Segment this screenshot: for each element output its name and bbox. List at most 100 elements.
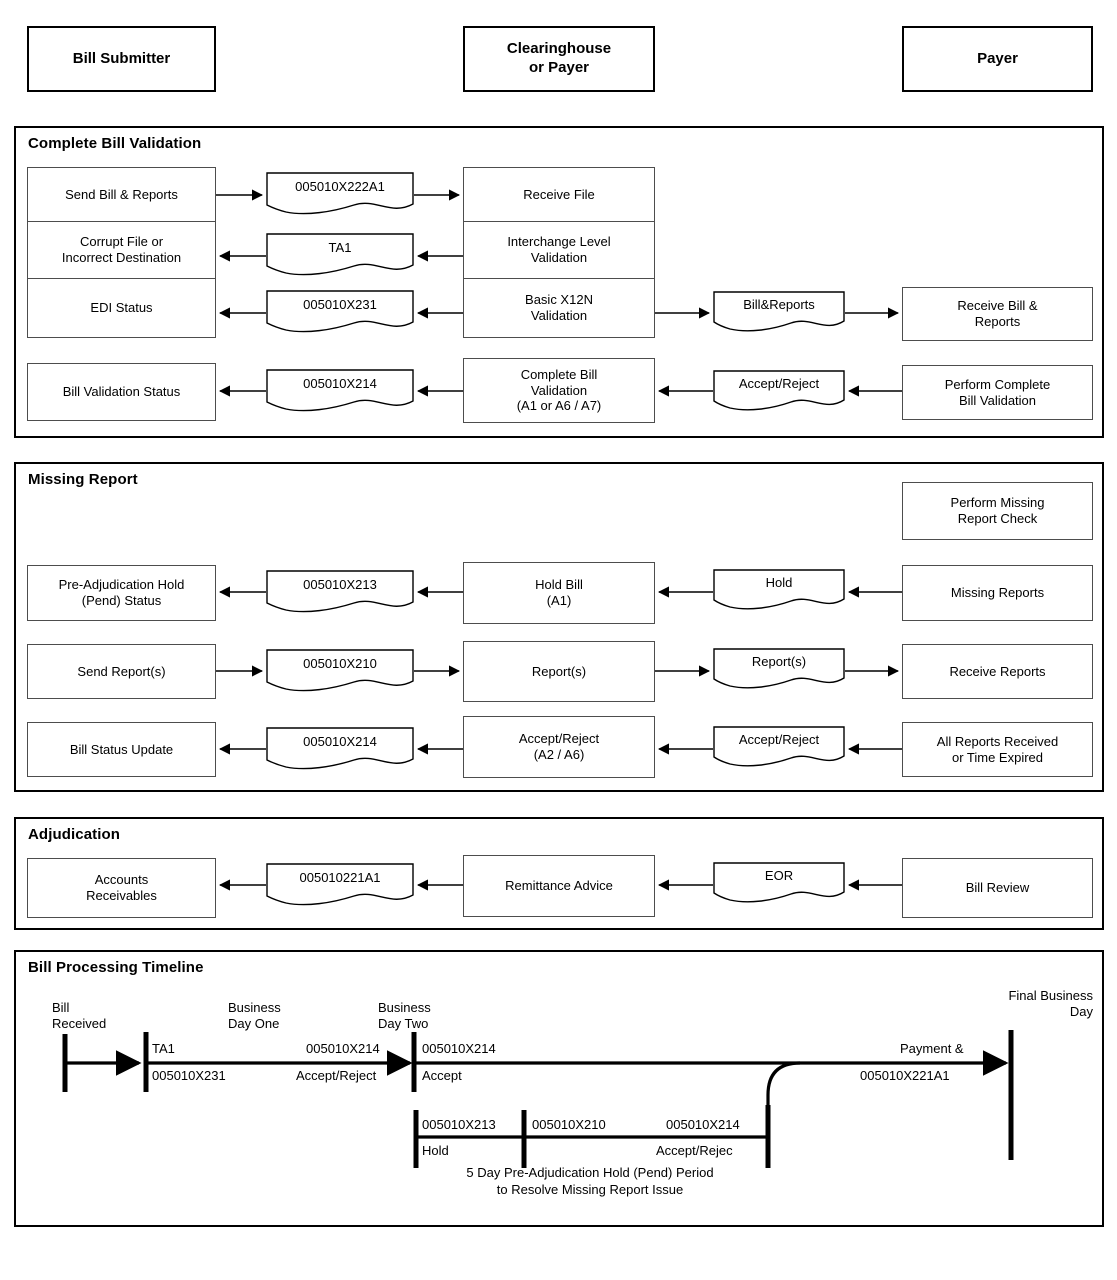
box-missing-reports: Missing Reports — [902, 565, 1093, 621]
box-label: Hold Bill (A1) — [535, 577, 583, 608]
box-label: Missing Reports — [950, 585, 1045, 601]
milestone-final-business-day: Final Business Day — [1008, 988, 1093, 1020]
box-label: Basic X12N Validation — [525, 292, 593, 323]
section-bill-processing-timeline: Bill Processing Timeline — [14, 950, 1104, 1227]
document-label: Report(s) — [751, 654, 807, 670]
timeline-branch-hold-above: 005010X213 — [422, 1117, 496, 1132]
box-label: Send Report(s) — [77, 663, 166, 679]
section-title: Bill Processing Timeline — [28, 959, 204, 976]
timeline-label-day-one-above: 005010X214 — [306, 1041, 380, 1056]
document-005010221a1: 005010221A1 — [266, 863, 414, 907]
timeline-label-payment-below: 005010X221A1 — [860, 1068, 950, 1083]
section-title: Adjudication — [28, 826, 121, 843]
document-label: 005010X210 — [303, 656, 377, 672]
timeline-branch-accept-reject-above: 005010X214 — [666, 1117, 740, 1132]
box-receive-bill-and-reports: Receive Bill & Reports — [902, 287, 1093, 341]
document-label: 005010221A1 — [299, 870, 381, 886]
document-label: 005010X222A1 — [295, 179, 385, 195]
box-bill-review: Bill Review — [902, 858, 1093, 918]
timeline-branch-hold-below: Hold — [422, 1143, 449, 1158]
box-label: Bill Status Update — [69, 741, 174, 757]
box-label: Receive Bill & Reports — [957, 298, 1038, 329]
column-header-label: Clearinghouse or Payer — [506, 40, 612, 76]
document-accept-reject-reports: Accept/Reject — [713, 726, 845, 768]
document-label: 005010X214 — [303, 734, 377, 750]
section-title: Missing Report — [28, 471, 138, 488]
box-reports: Report(s) — [463, 641, 655, 702]
timeline-label-day-two-below: Accept — [422, 1068, 462, 1083]
column-header-payer: Payer — [902, 26, 1093, 92]
document-005010x214-validation: 005010X214 — [266, 369, 414, 413]
section-title: Complete Bill Validation — [28, 135, 202, 152]
box-corrupt-file-or-incorrect-destination: Corrupt File or Incorrect Destination — [27, 222, 216, 279]
document-005010x210: 005010X210 — [266, 649, 414, 693]
box-basic-x12n-validation: Basic X12N Validation — [463, 279, 655, 338]
box-label: Accept/Reject (A2 / A6) — [518, 731, 600, 762]
document-label: Accept/Reject — [738, 732, 820, 748]
box-pre-adjudication-hold-status: Pre-Adjudication Hold (Pend) Status — [27, 565, 216, 621]
box-perform-complete-bill-validation: Perform Complete Bill Validation — [902, 365, 1093, 420]
box-receive-reports: Receive Reports — [902, 644, 1093, 699]
box-send-bill-and-reports: Send Bill & Reports — [27, 167, 216, 222]
box-label: EDI Status — [90, 300, 153, 316]
document-label: TA1 — [328, 240, 352, 256]
document-label: Bill&Reports — [743, 297, 815, 313]
box-label: Perform Complete Bill Validation — [944, 376, 1051, 408]
box-edi-status: EDI Status — [27, 279, 216, 338]
box-complete-bill-validation: Complete Bill Validation (A1 or A6 / A7) — [463, 358, 655, 423]
box-label: Bill Review — [965, 880, 1030, 896]
document-005010x214-status: 005010X214 — [266, 727, 414, 771]
box-bill-validation-status: Bill Validation Status — [27, 363, 216, 421]
document-label: 005010X213 — [303, 577, 377, 593]
milestone-business-day-one: Business Day One — [228, 1000, 281, 1032]
timeline-caption: 5 Day Pre-Adjudication Hold (Pend) Perio… — [466, 1165, 714, 1197]
document-005010x213: 005010X213 — [266, 570, 414, 614]
box-interchange-level-validation: Interchange Level Validation — [463, 222, 655, 279]
box-accept-reject-a2-a6: Accept/Reject (A2 / A6) — [463, 716, 655, 778]
column-header-clearinghouse-or-payer: Clearinghouse or Payer — [463, 26, 655, 92]
box-label: Send Bill & Reports — [65, 186, 178, 202]
document-005010x231: 005010X231 — [266, 290, 414, 334]
document-label: Hold — [765, 575, 793, 591]
box-receive-file: Receive File — [463, 167, 655, 222]
document-hold: Hold — [713, 569, 845, 611]
document-label: 005010X231 — [303, 297, 377, 313]
document-ta1: TA1 — [266, 233, 414, 277]
box-label: Remittance Advice — [505, 878, 613, 894]
milestone-business-day-two: Business Day Two — [378, 1000, 431, 1032]
timeline-label-ta1-below: 005010X231 — [152, 1068, 226, 1083]
document-label: EOR — [764, 868, 794, 884]
box-hold-bill: Hold Bill (A1) — [463, 562, 655, 624]
box-accounts-receivables: Accounts Receivables — [27, 858, 216, 918]
box-label: Receive Reports — [949, 663, 1046, 679]
box-remittance-advice: Remittance Advice — [463, 855, 655, 917]
timeline-label-payment-above: Payment & — [900, 1041, 964, 1056]
column-header-bill-submitter: Bill Submitter — [27, 26, 216, 92]
document-reports: Report(s) — [713, 648, 845, 690]
box-label: All Reports Received or Time Expired — [936, 733, 1059, 765]
timeline-branch-reports-above: 005010X210 — [532, 1117, 606, 1132]
document-005010x222a1: 005010X222A1 — [266, 172, 414, 216]
timeline-label-day-one-below: Accept/Reject — [296, 1068, 377, 1083]
box-label: Complete Bill Validation (A1 or A6 / A7) — [516, 366, 602, 414]
box-label: Report(s) — [531, 663, 587, 679]
document-eor: EOR — [713, 862, 845, 904]
box-label: Interchange Level Validation — [507, 234, 611, 265]
box-perform-missing-report-check: Perform Missing Report Check — [902, 482, 1093, 540]
column-header-label: Payer — [977, 49, 1018, 67]
box-label: Accounts Receivables — [86, 872, 157, 903]
document-accept-reject-validation: Accept/Reject — [713, 370, 845, 412]
timeline-label-ta1-above: TA1 — [152, 1041, 175, 1056]
box-label: Corrupt File or Incorrect Destination — [61, 234, 182, 265]
box-bill-status-update: Bill Status Update — [27, 722, 216, 777]
timeline-label-day-two-above: 005010X214 — [422, 1041, 496, 1056]
box-label: Bill Validation Status — [62, 384, 181, 400]
box-label: Receive File — [523, 186, 595, 202]
box-label: Perform Missing Report Check — [950, 495, 1045, 526]
document-bill-and-reports: Bill&Reports — [713, 291, 845, 333]
document-label: Accept/Reject — [738, 376, 820, 392]
timeline-branch-accept-reject-below: Accept/Rejec — [656, 1143, 733, 1158]
box-label: Pre-Adjudication Hold (Pend) Status — [58, 577, 185, 608]
milestone-bill-received: Bill Received — [52, 1000, 107, 1032]
document-label: 005010X214 — [303, 376, 377, 392]
